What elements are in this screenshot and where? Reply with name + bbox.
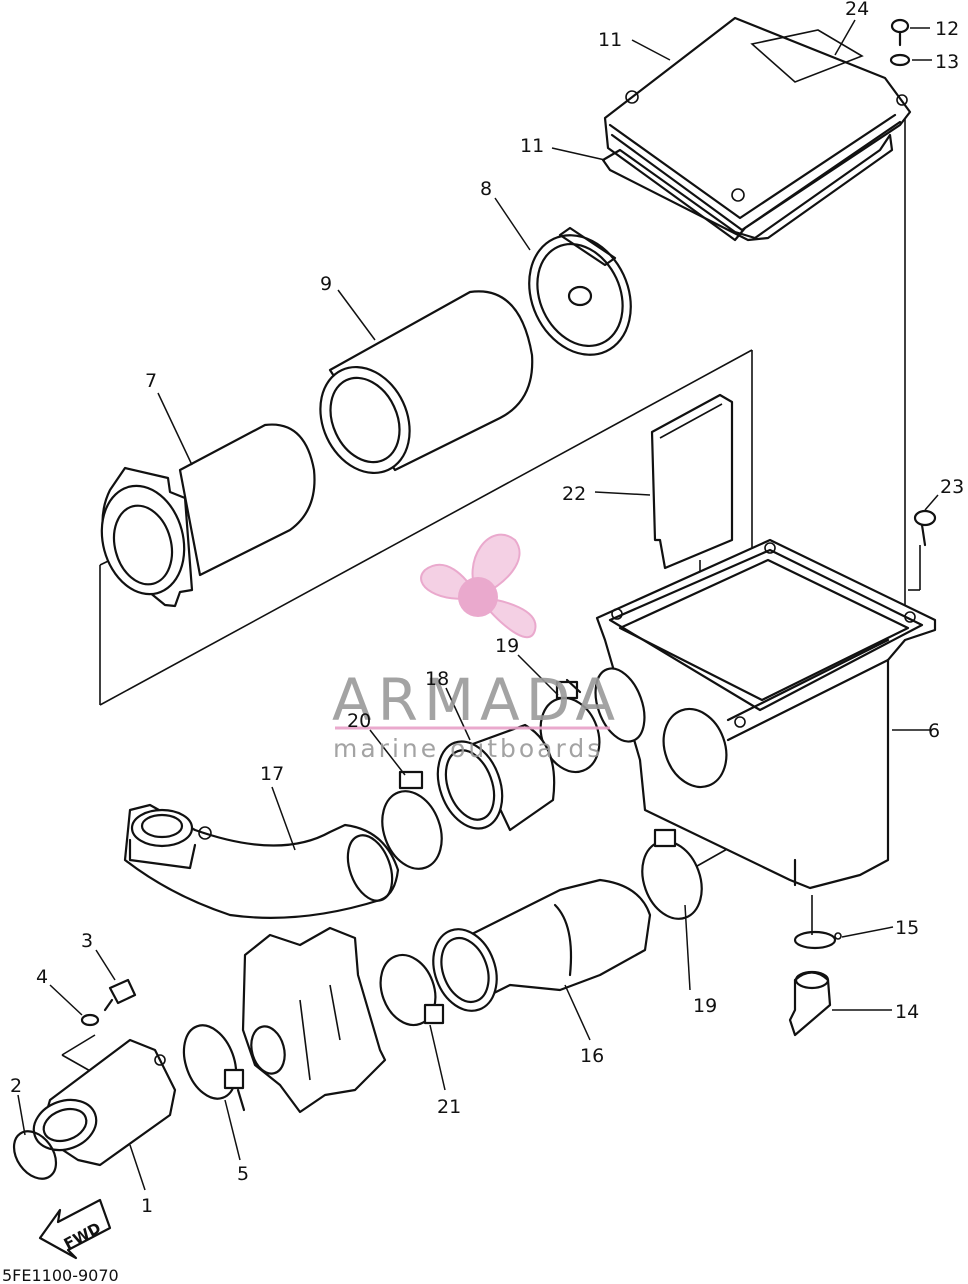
- callout-21: 22: [562, 483, 586, 505]
- part-14-drain: [788, 970, 832, 1037]
- part-8-filter-cap: [528, 226, 632, 356]
- part-20-clamp: [381, 770, 443, 870]
- part-9-outer-filter: [319, 290, 534, 475]
- callout-19-lower: 19: [693, 995, 717, 1017]
- part-4-washer: [80, 1013, 100, 1027]
- callout-12: 12: [935, 18, 959, 40]
- part-17-intake-hose: [123, 803, 400, 919]
- callout-17: 17: [260, 763, 284, 785]
- callout-18: 18: [425, 668, 449, 690]
- propeller-icon: [420, 533, 537, 638]
- callout-5: 5: [237, 1163, 249, 1185]
- part-23-bolt: [913, 509, 937, 547]
- callout-1: 1: [141, 1195, 153, 1217]
- part-13-washer: [889, 53, 911, 67]
- callout-20: 20: [347, 710, 371, 732]
- watermark: ARMADA marine outboards: [332, 533, 621, 763]
- part-7-filter-element: [100, 423, 316, 608]
- callout-9: 9: [320, 273, 332, 295]
- part-16-intake-duct: [432, 878, 652, 1012]
- part-10-airbox-cover: [603, 16, 912, 242]
- callout-23: 23: [940, 476, 964, 498]
- callout-15: 15: [895, 917, 919, 939]
- callout-10: 11: [598, 29, 622, 51]
- callout-8: 8: [480, 178, 492, 200]
- callout-11: 11: [520, 135, 544, 157]
- engine-block: [241, 926, 387, 1114]
- diagram-code: 5FE1100-9070: [2, 1266, 119, 1284]
- fwd-arrow-icon: FWD: [38, 1198, 112, 1260]
- part-3-bolt: [103, 978, 137, 1012]
- callout-24: 24: [845, 0, 869, 20]
- callout-16: 16: [580, 1045, 604, 1067]
- callout-19-upper: 19: [495, 635, 519, 657]
- part-15-seal: [793, 930, 842, 950]
- watermark-brand: ARMADA: [332, 666, 621, 734]
- part-6-airbox-body: [594, 538, 937, 890]
- watermark-tagline: marine outboards: [333, 734, 603, 763]
- part-11-gasket: [601, 133, 894, 242]
- callout-22: 21: [437, 1096, 461, 1118]
- callout-3: 3: [81, 930, 93, 952]
- callout-14: 14: [895, 1001, 919, 1023]
- callout-6: 6: [928, 720, 940, 742]
- part-2-oring: [12, 1130, 58, 1180]
- callout-labels: 11 24 12 13 11 8 9 7 22 23 6 19 18 20 17…: [10, 0, 964, 1217]
- part-22-clamp: [379, 953, 445, 1027]
- part-1-manifold: [32, 1038, 177, 1167]
- leader-lines: [17, 19, 939, 1191]
- part-12-screw: [890, 18, 910, 47]
- callout-4: 4: [36, 966, 48, 988]
- callout-13: 13: [935, 51, 959, 73]
- callout-7: 7: [145, 370, 157, 392]
- part-5-clamp: [182, 1024, 246, 1112]
- part-21-duct-insert: [650, 393, 734, 570]
- callout-2: 2: [10, 1075, 22, 1097]
